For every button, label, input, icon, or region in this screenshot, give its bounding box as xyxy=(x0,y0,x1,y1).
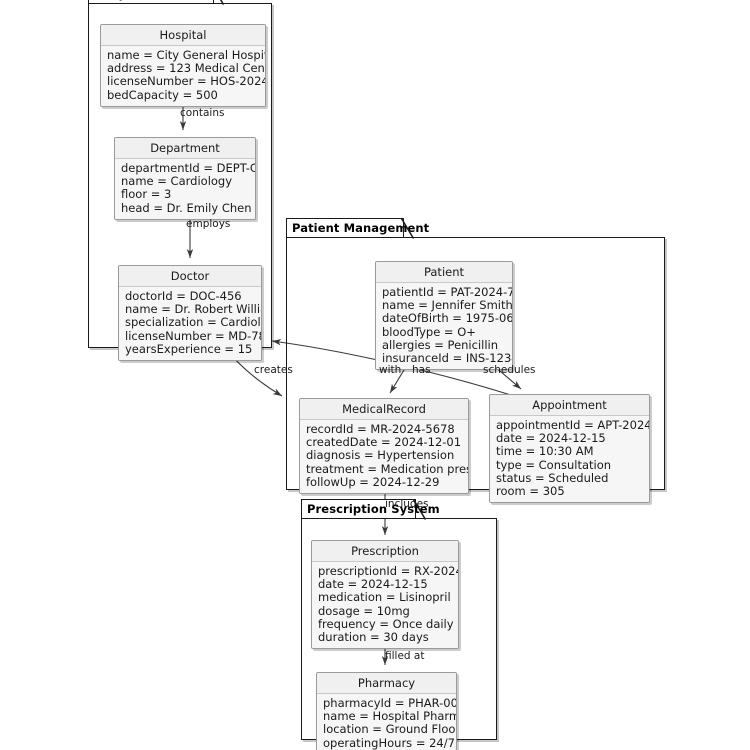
edge-label-medicalrecord-includes-prescription: includes xyxy=(385,498,429,510)
package-tab-slant-icon xyxy=(220,0,224,5)
node-attribute: room = 305 xyxy=(496,484,565,499)
node-attribute: duration = 30 days xyxy=(318,630,429,645)
package-title-text: Patient Management xyxy=(292,220,430,235)
node-attribute: bloodType = O+ xyxy=(382,324,476,339)
node-attribute: createdDate = 2024-12-01 xyxy=(306,435,462,450)
package-title-text: Hospital Administration xyxy=(94,0,251,4)
edge-label-appointment-with-doctor: with xyxy=(379,364,402,376)
package-label-prescription-system: Prescription System xyxy=(301,498,440,520)
node-attribute: licenseNumber = HOS-2024-001 xyxy=(107,74,265,89)
edge-label-patient-has-medicalrecord: has xyxy=(412,364,431,376)
node-attribute: floor = 3 xyxy=(121,187,172,202)
package-label-hospital-administration: Hospital Administration xyxy=(88,0,250,5)
node-attribute: followUp = 2024-12-29 xyxy=(306,474,440,489)
node-attributes-prescription: prescriptionId = RX-2024-999date = 2024-… xyxy=(312,562,458,649)
node-attributes-patient: patientId = PAT-2024-789name = Jennifer … xyxy=(376,283,513,370)
edge-label-patient-schedules-appointment: schedules xyxy=(483,364,536,376)
node-attribute: name = Dr. Robert Williams xyxy=(125,302,261,317)
package-label-patient-management: Patient Management xyxy=(286,217,429,239)
node-attribute: patientId = PAT-2024-789 xyxy=(382,285,512,299)
node-attribute: recordId = MR-2024-5678 xyxy=(306,422,455,436)
node-attribute: licenseNumber = MD-789456 xyxy=(125,328,261,343)
node-title-appointment: Appointment xyxy=(490,395,649,416)
node-attribute: diagnosis = Hypertension xyxy=(306,448,455,463)
node-attributes-department: departmentId = DEPT-CARDname = Cardiolog… xyxy=(115,159,255,219)
node-attribute: departmentId = DEPT-CARD xyxy=(121,161,255,175)
node-title-department: Department xyxy=(115,138,255,159)
node-attribute: allergies = Penicillin xyxy=(382,337,499,352)
node-attribute: name = Jennifer Smith xyxy=(382,298,513,313)
node-attribute: yearsExperience = 15 xyxy=(125,341,253,356)
node-attribute: treatment = Medication prescribed xyxy=(306,461,468,476)
node-attribute: prescriptionId = RX-2024-999 xyxy=(318,564,458,578)
node-attribute: dosage = 10mg xyxy=(318,603,410,618)
edge-label-department-employs-doctor: employs xyxy=(186,218,231,230)
node-title-prescription: Prescription xyxy=(312,541,458,562)
edge-label-prescription-filled-at-pharmacy: filled at xyxy=(385,650,425,662)
node-attribute: time = 10:30 AM xyxy=(496,444,594,459)
node-title-patient: Patient xyxy=(376,262,512,283)
node-attribute: status = Scheduled xyxy=(496,470,609,485)
node-title-hospital: Hospital xyxy=(101,25,265,46)
package-tab-slant-icon xyxy=(413,498,426,520)
node-attribute: date = 2024-12-15 xyxy=(496,431,606,446)
node-title-pharmacy: Pharmacy xyxy=(317,673,456,694)
node-attribute: name = Cardiology xyxy=(121,174,233,189)
node-attribute: medication = Lisinopril xyxy=(318,590,451,605)
node-attribute: operatingHours = 24/7 xyxy=(323,735,455,750)
node-attribute: address = 123 Medical Center Dr xyxy=(107,61,265,76)
node-attribute: date = 2024-12-15 xyxy=(318,577,428,592)
node-title-medicalrecord: MedicalRecord xyxy=(300,399,468,420)
node-attribute: bedCapacity = 500 xyxy=(107,87,218,102)
node-attribute: dateOfBirth = 1975-06-15 xyxy=(382,311,513,326)
node-attribute: specialization = Cardiologist xyxy=(125,315,261,330)
node-attribute: frequency = Once daily xyxy=(318,616,454,631)
package-tab-slant-icon xyxy=(401,217,414,239)
edge-label-doctor-creates-medicalrecord: creates xyxy=(254,364,293,376)
node-attribute: insuranceId = INS-123456 xyxy=(382,351,512,366)
package-patient-management[interactable] xyxy=(286,237,665,490)
node-attribute: pharmacyId = PHAR-001 xyxy=(323,696,457,710)
node-attributes-appointment: appointmentId = APT-2024-1234date = 2024… xyxy=(490,416,649,503)
node-attribute: location = Ground Floor xyxy=(323,722,457,737)
edge-label-hospital-contains-department: contains xyxy=(180,107,225,119)
node-attribute: head = Dr. Emily Chen xyxy=(121,200,252,215)
node-title-doctor: Doctor xyxy=(119,266,261,287)
package-title-text: Prescription System xyxy=(307,501,440,516)
node-attribute: name = Hospital Pharmacy xyxy=(323,709,456,724)
node-attribute: appointmentId = APT-2024-1234 xyxy=(496,418,649,432)
node-attribute: doctorId = DOC-456 xyxy=(125,289,242,303)
node-attribute: name = City General Hospital xyxy=(107,48,266,62)
node-attribute: type = Consultation xyxy=(496,457,612,472)
